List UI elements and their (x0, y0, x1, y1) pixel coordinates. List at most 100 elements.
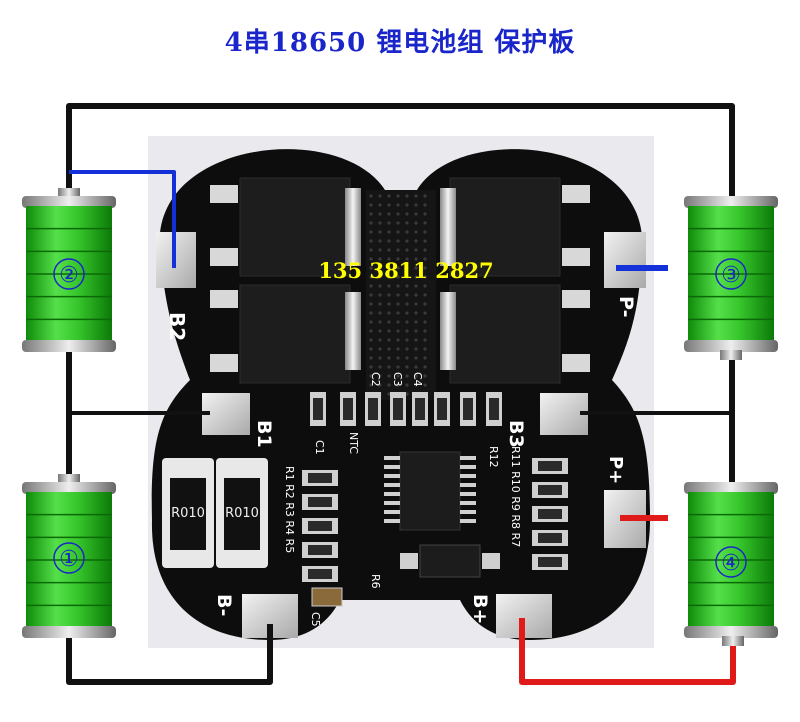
via (423, 383, 427, 387)
via (423, 365, 427, 369)
ic-pin (460, 465, 476, 469)
battery-4: ④ (684, 482, 778, 646)
via (378, 302, 382, 306)
via (369, 302, 373, 306)
via (414, 338, 418, 342)
label-right-col: R11 R10 R9 R8 R7 (509, 446, 522, 547)
via (396, 383, 400, 387)
via (414, 320, 418, 324)
via (396, 266, 400, 270)
label-c2: C2 (369, 372, 382, 387)
smd-resistor-body (308, 545, 332, 555)
via (405, 239, 409, 243)
via (423, 320, 427, 324)
via (369, 203, 373, 207)
sot-lead-left (400, 553, 418, 569)
via (369, 311, 373, 315)
via (414, 275, 418, 279)
smd-capacitor-body (343, 398, 353, 420)
via (378, 347, 382, 351)
ic-pin (460, 474, 476, 478)
via (414, 347, 418, 351)
via (414, 239, 418, 243)
smd-resistor-body (308, 497, 332, 507)
via (378, 257, 382, 261)
via (423, 203, 427, 207)
via (396, 293, 400, 297)
via (396, 347, 400, 351)
label-r6: R6 (369, 574, 382, 589)
via (387, 203, 391, 207)
via (396, 257, 400, 261)
ic-pin (460, 501, 476, 505)
via (378, 338, 382, 342)
ic-pin (384, 492, 400, 496)
ic-pin (460, 456, 476, 460)
shunt-1-label: R010 (171, 506, 205, 521)
via (378, 239, 382, 243)
mosfet-top-left (210, 177, 361, 277)
via (387, 302, 391, 306)
via (369, 338, 373, 342)
via (387, 239, 391, 243)
via (396, 275, 400, 279)
via (378, 374, 382, 378)
via (423, 248, 427, 252)
via (369, 365, 373, 369)
via (414, 293, 418, 297)
mosfet-bottom-left (210, 284, 361, 384)
label-b1: B1 (253, 420, 275, 448)
smd-capacitor-body (393, 398, 403, 420)
via (369, 356, 373, 360)
sot-chip (419, 544, 481, 578)
via (396, 203, 400, 207)
capacitor-row (310, 392, 502, 426)
via (396, 365, 400, 369)
label-bminus: B- (213, 594, 235, 616)
via (414, 221, 418, 225)
phone-number: 135 3811 2827 (318, 258, 493, 283)
ic-pin (384, 519, 400, 523)
via (405, 248, 409, 252)
via (387, 194, 391, 198)
via (378, 320, 382, 324)
via (405, 293, 409, 297)
via (414, 203, 418, 207)
via (396, 338, 400, 342)
via (378, 365, 382, 369)
via (405, 221, 409, 225)
via (369, 266, 373, 270)
via (369, 194, 373, 198)
wire-bplus-red (519, 618, 736, 685)
via (369, 212, 373, 216)
smd-resistor-body (538, 533, 562, 543)
via (414, 311, 418, 315)
via (396, 302, 400, 306)
via (396, 239, 400, 243)
via (396, 329, 400, 333)
via (396, 221, 400, 225)
ic-pin (460, 510, 476, 514)
resistor-column-right (532, 458, 568, 570)
via (414, 302, 418, 306)
via-grid (369, 194, 427, 396)
smd-resistor-body (308, 569, 332, 579)
via (369, 383, 373, 387)
via (387, 374, 391, 378)
wire-b2-blue (69, 170, 176, 268)
via (423, 338, 427, 342)
smd-resistor-body (308, 521, 332, 531)
smd-capacitor-body (368, 398, 378, 420)
via (387, 266, 391, 270)
battery-4-label: ④ (721, 551, 741, 576)
battery-2: ② (22, 188, 116, 352)
ic-pin (384, 510, 400, 514)
via (378, 221, 382, 225)
via (369, 374, 373, 378)
via (405, 275, 409, 279)
via (405, 320, 409, 324)
smd-resistor-body (538, 461, 562, 471)
via (387, 284, 391, 288)
smd-resistor-body (538, 485, 562, 495)
via (405, 374, 409, 378)
